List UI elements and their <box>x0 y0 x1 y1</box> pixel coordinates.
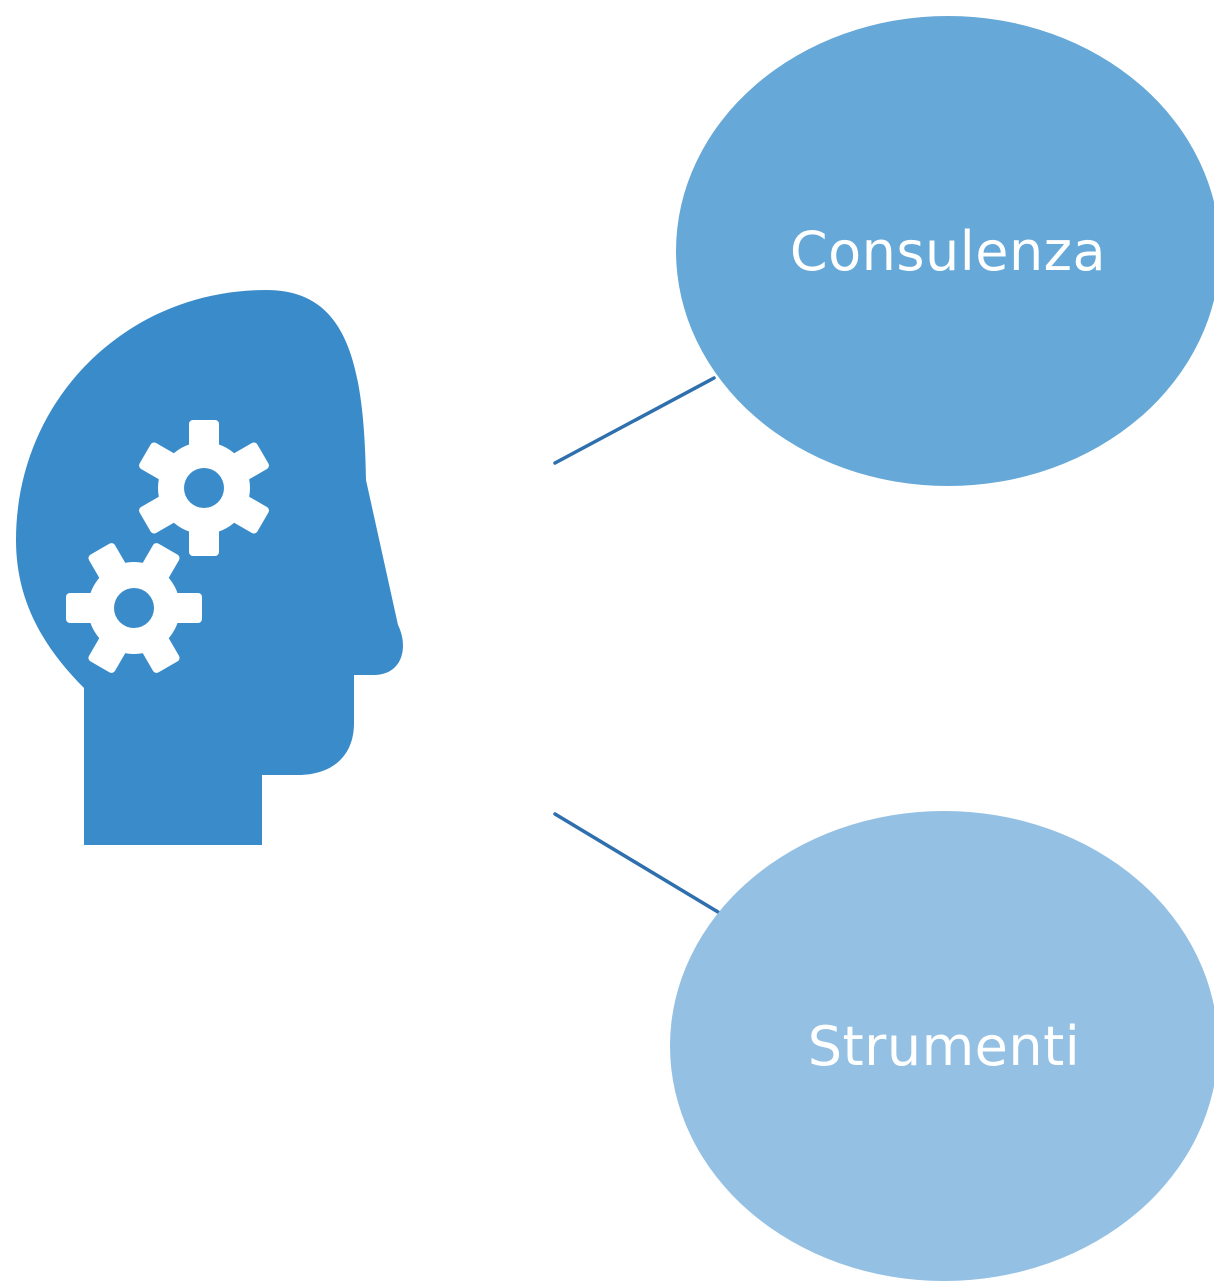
head-gears-icon <box>16 290 403 845</box>
node-label-consulenza: Consulenza <box>789 219 1107 283</box>
gear-upper <box>139 420 269 556</box>
gear-lower <box>66 543 202 673</box>
head-silhouette <box>16 290 403 845</box>
node-strumenti: Strumenti <box>670 811 1214 1281</box>
connector-line-bottom <box>553 812 720 914</box>
node-consulenza: Consulenza <box>676 16 1214 486</box>
node-label-strumenti: Strumenti <box>807 1014 1081 1078</box>
connector-line-top <box>553 376 716 465</box>
